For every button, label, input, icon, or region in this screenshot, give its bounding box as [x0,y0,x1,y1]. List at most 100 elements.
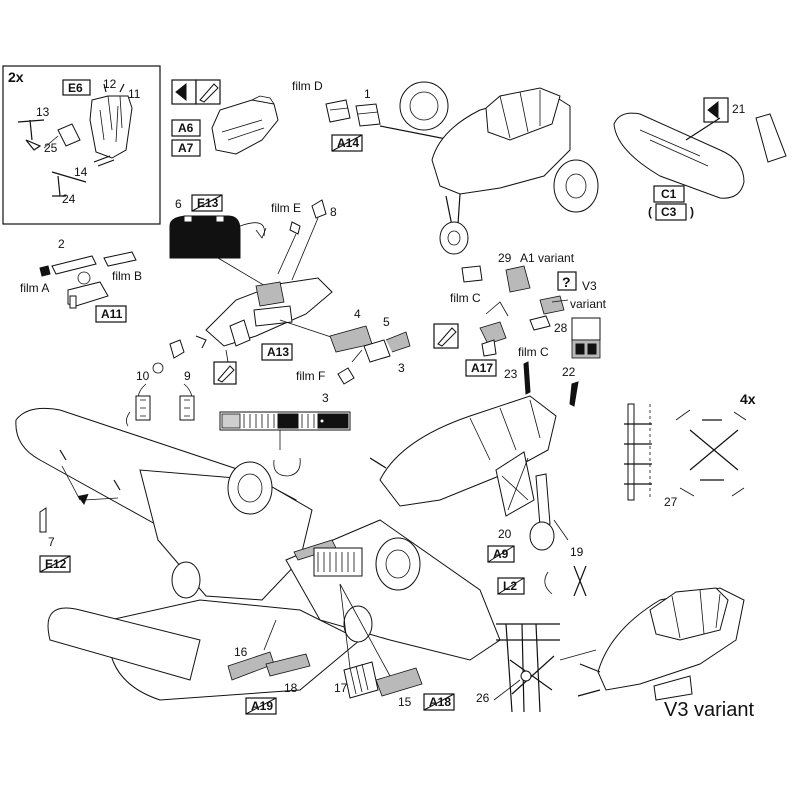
part-29-label: 29 [498,251,512,265]
part-24-drawing [51,171,87,197]
v3-antenna-cross [509,655,555,695]
strike-a19 [245,697,277,715]
a17-gray-part [479,321,507,345]
code-c1: C1 [661,187,677,201]
leader-26 [493,679,521,701]
inset-part-11: 11 [128,87,141,101]
film-c-label-2: film C [518,345,549,359]
leader-19 [553,519,569,541]
film-e-piece [289,221,301,235]
v3-antenna-hub [520,670,532,682]
variant-label: variant [570,297,607,311]
seat-back-shape [51,255,97,275]
code-box-a13 [261,343,293,361]
nose-wheel [439,221,469,255]
canopy-frame [485,87,561,141]
v3-piece-line [551,299,569,303]
part-6-label: 6 [175,197,182,211]
leader-film-f [351,349,363,363]
part-20-label: 20 [498,527,512,541]
film-f-label: film F [296,369,325,383]
question-box [557,271,577,291]
canopy-lines [499,90,541,139]
film-a-piece [39,265,51,277]
pe-cell-lines [243,414,275,428]
code-c3: C3 [661,205,677,219]
pe-strip-part-3: 3 [322,391,329,405]
strike-e12 [39,555,71,573]
main-wheel-hub [565,173,587,199]
harness-buckles [103,83,125,93]
left-main-wheel [171,561,201,599]
rotate-arrow-6 [255,227,267,239]
cockpit-pedal-mount [229,319,251,347]
part-22-label: 22 [562,365,576,379]
question-mark: ? [562,274,571,290]
panel-notch-left [183,215,193,223]
group-pedals: 10 9 [126,335,207,427]
part-5-box [363,339,391,363]
nose-bay-lines [469,399,541,461]
strike-e13 [191,194,223,212]
strike-a14 [331,134,363,152]
left-engine [227,461,273,515]
part-22-strut [569,381,579,407]
strike-a18 [423,693,455,711]
part-2-label: 2 [58,237,65,251]
group-a1-variant: 29 A1 variant film C ? V3 variant 28 fil… [433,251,607,407]
film-b-label: film B [112,269,142,283]
seat-shape [67,281,109,307]
pe-cell-1 [221,413,241,429]
rotate-arc-pe [273,457,301,477]
part-26-label: 26 [476,691,490,705]
a17-bracket [481,339,497,357]
fuselage-center [139,469,313,601]
nose-gear-wheel [529,521,555,551]
part-25-leader [43,135,59,149]
film-d-pane-lines [329,107,379,115]
strike-a9 [487,545,515,563]
code-a6: A6 [178,121,194,135]
rotate-left-10 [126,411,131,427]
part-7-post [39,507,47,533]
right-main-wheel [343,605,373,643]
code-box-c1 [653,185,685,203]
group-nose-gear-bay: 20 A9 19 L2 [379,395,587,597]
v3-canopy [649,587,729,641]
leader-knife [225,349,229,363]
inset-multiplier: 2x [8,69,24,85]
wing-antenna-posts [59,449,121,491]
part-25-drawing [57,123,81,147]
group-cockpit-c1-c3: 21 C1 ( C3 ) [613,97,787,221]
knife-icon-2 [217,365,235,383]
harness-seat-shape [89,95,133,159]
v3-canopy-lines [671,589,721,639]
group-seat-a11: 2 film B film A A11 [20,237,142,323]
wing-arrow [77,493,89,506]
inset-box-2x: 2x E6 12 11 13 25 14 24 [2,65,161,225]
part-5-label: 5 [383,315,390,329]
fuselage-piece-detail [221,119,265,141]
a1-variant-label: A1 variant [520,251,575,265]
knife-icon [199,83,219,103]
rotate-arc-l2 [544,571,553,595]
part-5-arm [385,331,411,353]
v3-seat-outline [571,317,601,341]
part-1-label: 1 [364,87,371,101]
part-17-label: 17 [334,681,348,695]
flap-mesh-upper [313,547,363,577]
fuselage-side-piece [211,99,279,155]
part-9-label: 9 [184,369,191,383]
group-a6-a7: A6 A7 [171,79,279,157]
horizontal-stabilizer [47,607,201,681]
left-engine-ring [237,473,263,503]
mesh-cross [689,419,739,481]
part-17-mesh-lines [349,663,369,695]
knife-icon-3 [437,327,457,347]
inset-part-25: 25 [44,141,58,155]
code-box-a11 [95,305,127,323]
group-tub-a13: A13 4 5 3 film F [205,277,411,385]
code-box-a17 [465,359,497,377]
code-box-a7 [171,139,201,157]
pedal-ridges [140,399,190,417]
